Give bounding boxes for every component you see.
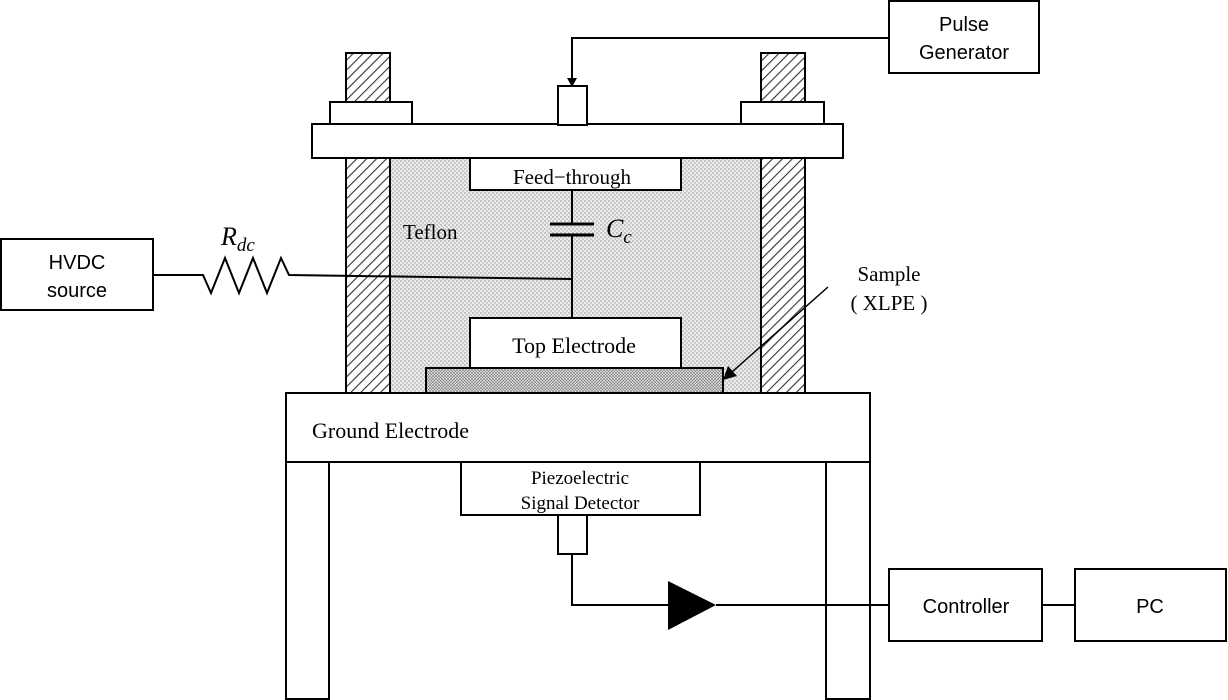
feed-through-label: Feed−through	[513, 165, 631, 189]
resistor-label: Rdc	[220, 222, 255, 256]
right-bolt-top	[760, 52, 806, 103]
ground-electrode-label: Ground Electrode	[312, 418, 469, 443]
pulse-connector	[557, 85, 588, 126]
pc-box	[1074, 568, 1227, 642]
pc-label: PC	[1136, 596, 1164, 618]
hvdc-source-box	[0, 238, 154, 311]
sample-pointer-line	[731, 286, 829, 373]
pulse-wire	[571, 37, 889, 80]
top-electrode-box	[469, 317, 682, 369]
right-leg	[825, 461, 871, 700]
top-plate	[311, 123, 844, 159]
detector-connector	[557, 514, 588, 555]
pulse-generator-box	[888, 0, 1040, 74]
sample-label-line2: ( XLPE )	[851, 291, 928, 315]
resistor-label-sub: dc	[237, 235, 256, 256]
controller-box	[888, 568, 1043, 642]
signal-wire	[571, 554, 668, 606]
capacitor-label-sub: c	[623, 227, 632, 248]
pulse-generator-label-line2: Generator	[919, 42, 1009, 64]
sample-pointer-arrowhead	[723, 366, 737, 380]
pulse-arrowhead	[567, 78, 577, 87]
teflon-label: Teflon	[403, 220, 458, 244]
right-pillar	[760, 157, 806, 395]
detector-label-line1: Piezoelectric	[531, 468, 629, 489]
left-leg	[285, 461, 330, 700]
feed-through-box	[469, 157, 682, 191]
hvdc-source-label-line2: source	[47, 280, 107, 302]
hvdc-source-label-line1: HVDC	[49, 252, 106, 274]
controller-label: Controller	[923, 596, 1010, 618]
top-electrode-label: Top Electrode	[512, 333, 636, 358]
capacitor-label: Cc	[606, 214, 632, 248]
sample-label-line1: Sample	[858, 262, 921, 286]
amplifier-icon	[668, 581, 716, 630]
sample-xlpe	[425, 367, 724, 395]
right-nut	[740, 101, 825, 126]
resistor-wire	[153, 255, 573, 296]
left-bolt-top	[345, 52, 391, 103]
left-nut	[329, 101, 413, 126]
detector-label-line2: Signal Detector	[521, 493, 640, 514]
detector-box	[460, 461, 701, 516]
pulse-generator-label-line1: Pulse	[939, 14, 989, 36]
